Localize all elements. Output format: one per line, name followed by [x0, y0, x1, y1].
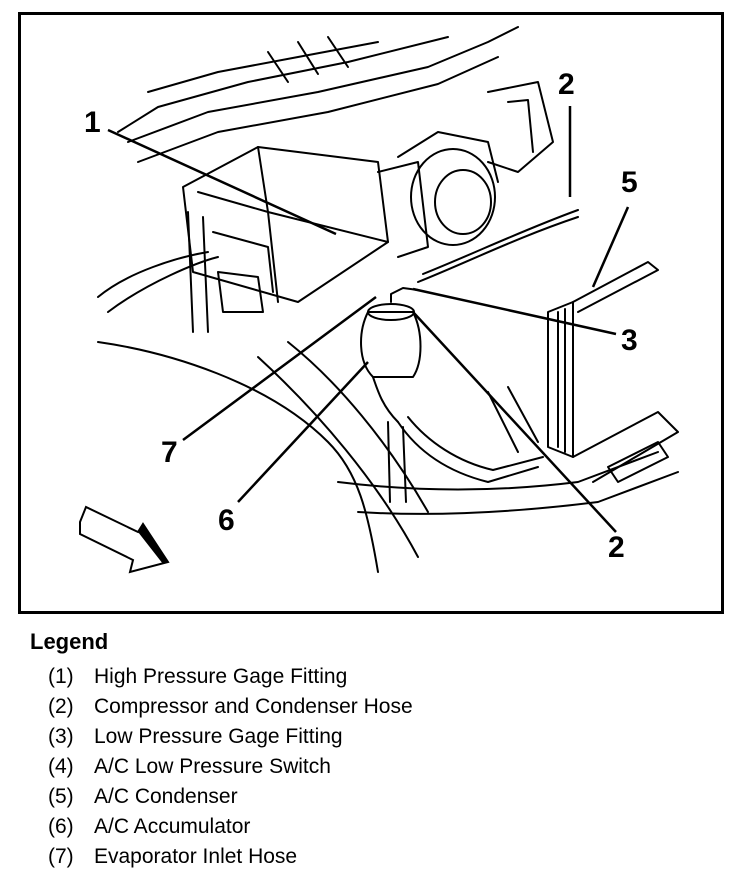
legend-item: (1) High Pressure Gage Fitting — [48, 662, 720, 692]
callout-3: 3 — [621, 324, 638, 357]
leader-line-6 — [237, 361, 369, 503]
legend-item-number: (3) — [48, 725, 74, 748]
legend-item: (3) Low Pressure Gage Fitting — [48, 722, 720, 752]
legend-item: (7) Evaporator Inlet Hose — [48, 842, 720, 872]
callout-7: 7 — [161, 436, 178, 469]
legend-item: (6) A/C Accumulator — [48, 812, 720, 842]
callout-6: 6 — [218, 504, 235, 537]
legend-item: (4) A/C Low Pressure Switch — [48, 752, 720, 782]
legend-item-label: A/C Low Pressure Switch — [94, 755, 331, 778]
legend-item-number: (6) — [48, 815, 74, 838]
legend-item-label: A/C Accumulator — [94, 815, 251, 838]
leader-line-3 — [412, 287, 617, 336]
legend-item-number: (5) — [48, 785, 74, 808]
legend-item-number: (2) — [48, 695, 74, 718]
callout-5: 5 — [621, 166, 638, 199]
leader-line-1 — [107, 128, 337, 236]
legend-item: (5) A/C Condenser — [48, 782, 720, 812]
legend-item-number: (7) — [48, 845, 74, 868]
engine-bay-drawing — [97, 26, 679, 573]
callout-2-bottom: 2 — [608, 531, 625, 564]
legend-item-label: Evaporator Inlet Hose — [94, 845, 298, 868]
leader-line-7 — [182, 295, 377, 442]
leader-line-5 — [591, 206, 630, 288]
legend-item: (2) Compressor and Condenser Hose — [48, 692, 720, 722]
legend-item-label: Low Pressure Gage Fitting — [94, 725, 343, 748]
legend-item-label: A/C Condenser — [94, 785, 238, 808]
legend-list: (1) High Pressure Gage Fitting (2) Compres… — [30, 662, 720, 872]
legend: Legend (1) High Pressure Gage Fitting (2)… — [30, 628, 720, 872]
legend-title: Legend — [30, 629, 109, 654]
legend-item-number: (4) — [48, 755, 74, 778]
callout-1: 1 — [84, 106, 101, 139]
engine-bay-diagram: 1 2 5 3 7 6 2 — [18, 12, 724, 614]
diagram-svg: 1 2 5 3 7 6 2 — [18, 12, 724, 614]
leader-line-2-bottom — [412, 311, 617, 533]
legend-item-label: High Pressure Gage Fitting — [94, 665, 348, 688]
legend-item-number: (1) — [48, 665, 74, 688]
front-direction-arrow — [79, 505, 170, 574]
callout-2-top: 2 — [558, 68, 575, 101]
leader-lines — [107, 106, 630, 533]
legend-item-label: Compressor and Condenser Hose — [94, 695, 413, 718]
